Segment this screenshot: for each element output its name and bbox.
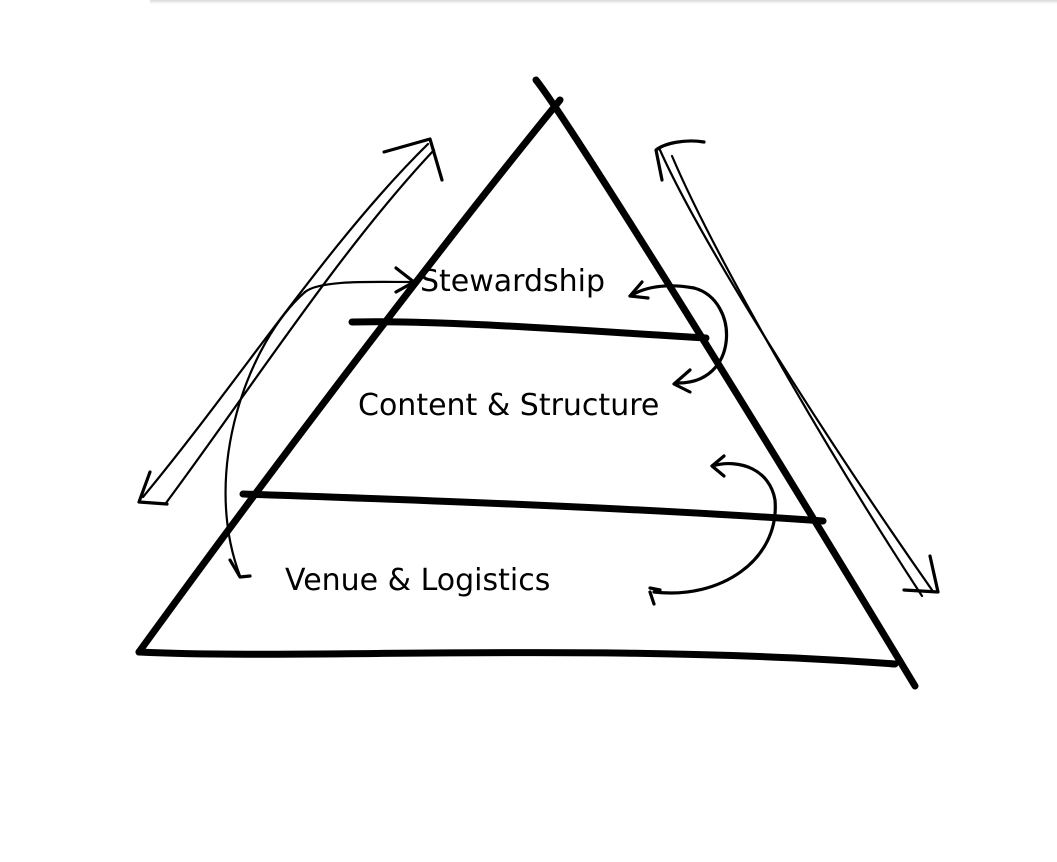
tier-label-stewardship: Stewardship <box>420 264 605 299</box>
right-outer-arrow-line-b <box>670 154 924 598</box>
arrow-head-right-icon <box>394 266 416 294</box>
arrow-to-stewardship-curve <box>628 284 696 298</box>
arrow-head-down-icon <box>228 558 252 579</box>
tier-divider-upper <box>348 318 710 342</box>
arrow-to-venue-shaft <box>224 290 307 578</box>
tier-label-content-structure: Content & Structure <box>358 388 659 423</box>
arrow-stewardship-to-content-curve <box>674 286 729 385</box>
pyramid-base <box>135 648 899 668</box>
tier-divider-lower <box>239 490 827 525</box>
tier-label-venue-logistics: Venue & Logistics <box>285 563 550 598</box>
window-edge-shadow <box>150 0 1057 4</box>
arrow-head-left-icon <box>628 280 650 300</box>
arrow-venue-to-content-curve <box>652 461 777 595</box>
left-outer-arrow-line-b <box>164 148 436 505</box>
arrow-head-down-right-icon <box>902 554 940 594</box>
pyramid-outline <box>135 76 919 690</box>
arrow-head-down-left-icon <box>137 470 169 506</box>
pyramid-right-edge <box>532 76 919 690</box>
arrow-to-stewardship-shaft <box>303 280 414 294</box>
arrow-head-content-icon <box>710 454 726 478</box>
right-inner-arrows <box>628 280 777 606</box>
arrow-head-up-right-icon <box>654 139 706 182</box>
arrow-head-up-icon <box>382 137 444 182</box>
arrow-head-left-content-icon <box>672 368 692 394</box>
left-inner-arrows <box>224 266 416 579</box>
pyramid-left-edge <box>135 96 564 656</box>
arrow-head-venue-icon <box>648 586 662 606</box>
right-outer-bidirectional-arrow <box>654 139 940 598</box>
